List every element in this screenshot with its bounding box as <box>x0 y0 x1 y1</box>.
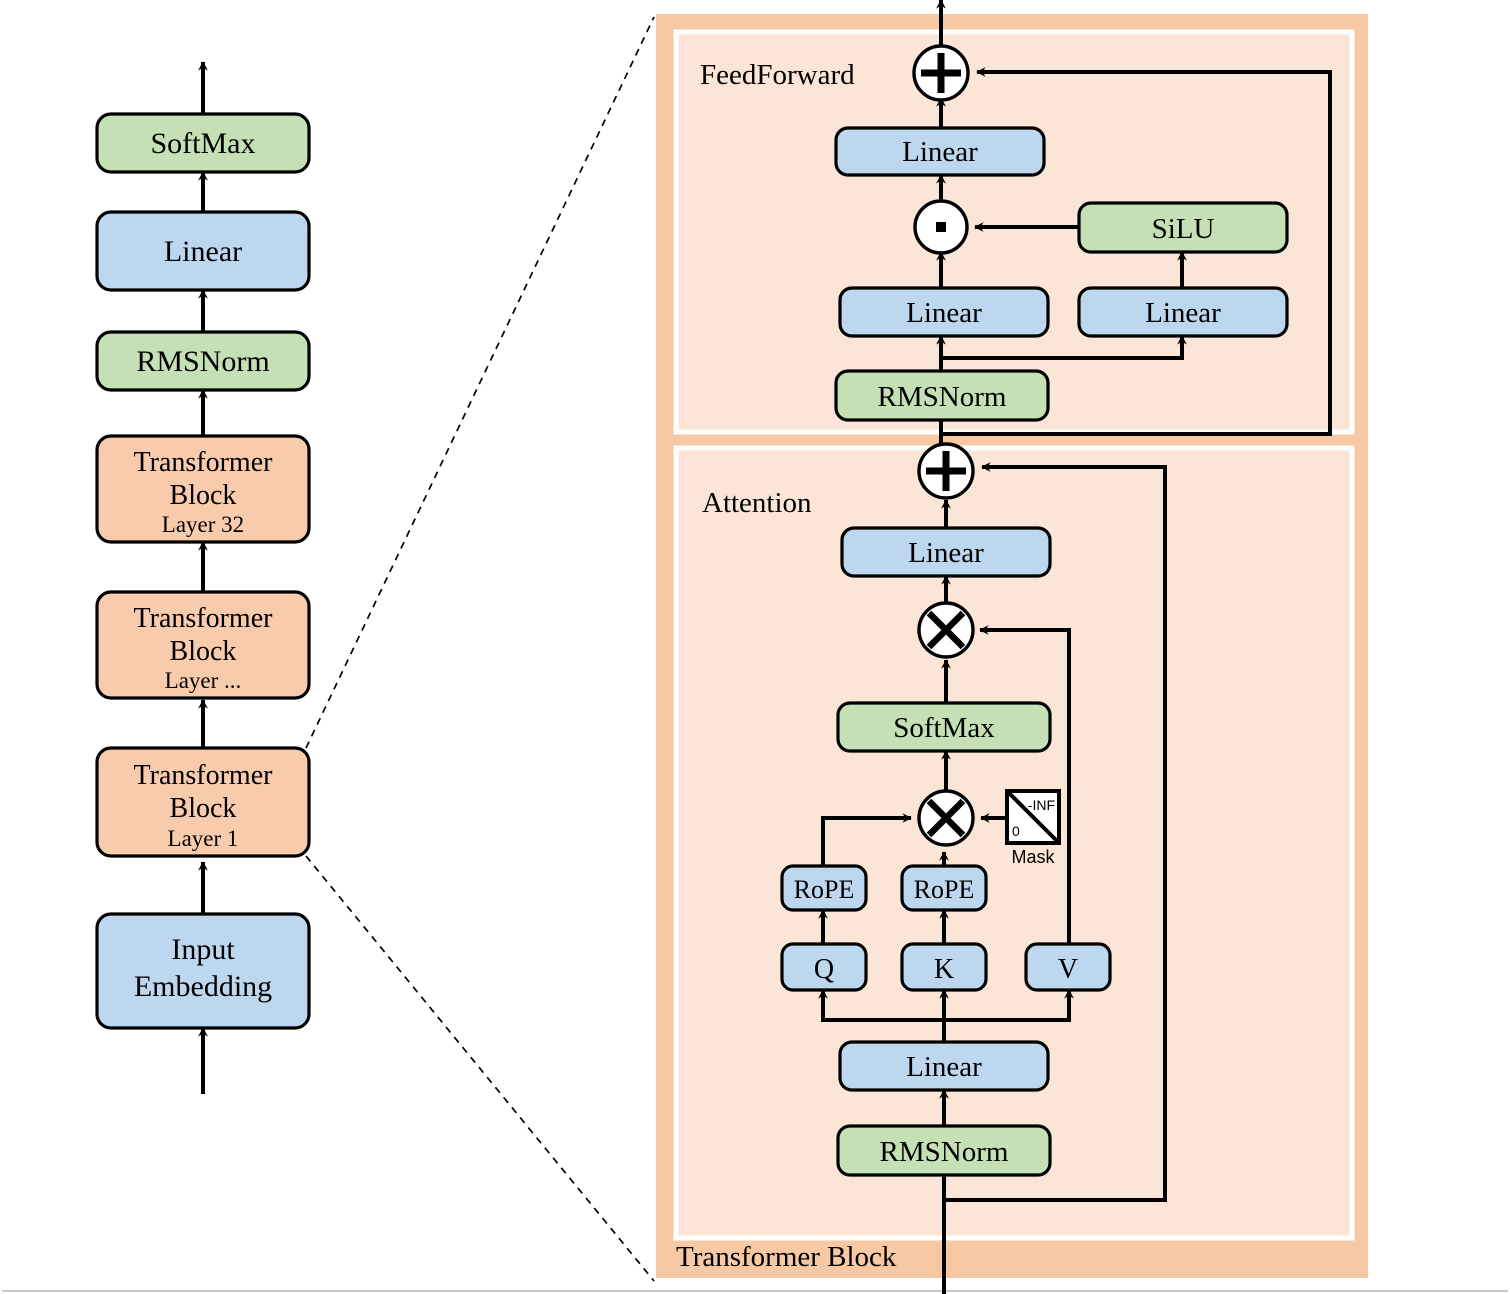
node-linear-head-label: Linear <box>164 235 242 268</box>
node-input-embedding-line1: Input <box>171 933 235 966</box>
node-transformer-block-dots[interactable]: Transformer Block Layer ... <box>95 590 311 700</box>
node-attention-rmsnorm[interactable]: RMSNorm <box>836 1124 1052 1177</box>
node-attention-linear-out[interactable]: Linear <box>840 526 1052 578</box>
node-ff-linear-gate[interactable]: Linear <box>838 286 1050 338</box>
node-block1-sublabel: Layer 1 <box>168 826 239 851</box>
wire-ffrmsnorm-branch-to-linearup <box>941 335 1187 360</box>
node-blockdots-title-line2: Block <box>170 636 237 667</box>
node-ff-linear-out-label: Linear <box>902 136 978 168</box>
node-attention-rmsnorm-label: RMSNorm <box>880 1136 1009 1168</box>
node-softmax[interactable]: SoftMax <box>95 112 311 174</box>
node-attention-linear-qkv[interactable]: Linear <box>838 1040 1050 1092</box>
node-rmsnorm-final-label: RMSNorm <box>136 345 269 378</box>
node-input-embedding[interactable]: Input Embedding <box>95 912 311 1030</box>
node-block32-title-line1: Transformer <box>134 447 274 478</box>
plus-icon <box>921 53 961 93</box>
node-ff-silu[interactable]: SiLU <box>1077 201 1289 254</box>
node-attention-linear-out-label: Linear <box>908 537 984 569</box>
node-rope-k[interactable]: RoPE <box>900 864 988 912</box>
node-blockdots-sublabel: Layer ... <box>165 668 242 693</box>
node-transformer-block-32[interactable]: Transformer Block Layer 32 <box>95 434 311 544</box>
node-ff-rmsnorm[interactable]: RMSNorm <box>834 369 1050 422</box>
op-attention-mul-qk[interactable] <box>917 789 975 847</box>
node-ff-linear-gate-label: Linear <box>906 297 982 329</box>
node-rope-k-label: RoPE <box>914 875 975 904</box>
node-block32-title-line2: Block <box>170 480 237 511</box>
mask-lower-value: 0 <box>1012 823 1020 839</box>
attention-mask-icon: -INF 0 Mask <box>1005 789 1061 867</box>
node-v[interactable]: V <box>1024 942 1112 992</box>
callout-leader-top <box>305 16 655 749</box>
node-rmsnorm-final[interactable]: RMSNorm <box>95 330 311 392</box>
wire-ropeq-to-mulqk <box>821 813 912 866</box>
wire-v-to-mulv <box>979 625 1071 944</box>
attention-label: Attention <box>702 487 812 519</box>
node-rope-q[interactable]: RoPE <box>780 864 868 912</box>
op-ff-elementwise-mul[interactable] <box>913 199 969 255</box>
node-rope-q-label: RoPE <box>794 875 855 904</box>
node-block1-title-line1: Transformer <box>134 760 274 791</box>
node-block32-sublabel: Layer 32 <box>162 512 244 537</box>
feedforward-label: FeedForward <box>700 59 855 91</box>
node-q[interactable]: Q <box>780 942 868 992</box>
op-ff-add[interactable] <box>912 44 970 102</box>
node-attention-softmax-label: SoftMax <box>893 712 995 744</box>
multiply-icon <box>926 798 966 838</box>
node-ff-linear-up-label: Linear <box>1145 297 1221 329</box>
node-k-label: K <box>934 954 954 985</box>
node-attention-linear-qkv-label: Linear <box>906 1051 982 1083</box>
wire-ff-residual <box>941 67 1332 436</box>
node-attention-softmax[interactable]: SoftMax <box>836 701 1052 753</box>
multiply-icon <box>926 610 966 650</box>
plus-icon <box>926 451 966 491</box>
node-ff-linear-out[interactable]: Linear <box>834 126 1046 177</box>
wire-attention-residual <box>944 462 1167 1202</box>
op-attention-add[interactable] <box>917 442 975 500</box>
node-linear-head[interactable]: Linear <box>95 210 311 292</box>
node-ff-silu-label: SiLU <box>1152 213 1215 245</box>
node-ff-rmsnorm-label: RMSNorm <box>878 381 1007 413</box>
mask-caption: Mask <box>1011 847 1055 867</box>
node-transformer-block-1[interactable]: Transformer Block Layer 1 <box>95 746 311 858</box>
node-softmax-label: SoftMax <box>151 127 256 160</box>
node-input-embedding-line2: Embedding <box>134 970 272 1003</box>
op-attention-mul-v[interactable] <box>917 601 975 659</box>
mask-diagonal-icon <box>1007 791 1059 843</box>
node-blockdots-title-line1: Transformer <box>134 603 274 634</box>
dot-icon <box>936 222 946 232</box>
node-block1-title-line2: Block <box>170 793 237 824</box>
mask-upper-value: -INF <box>1028 797 1055 813</box>
callout-leader-bottom <box>305 855 655 1282</box>
transformer-block-label: Transformer Block <box>676 1241 897 1273</box>
node-v-label: V <box>1058 954 1078 985</box>
node-ff-linear-up[interactable]: Linear <box>1077 286 1289 338</box>
node-k[interactable]: K <box>900 942 988 992</box>
node-q-label: Q <box>814 954 834 985</box>
